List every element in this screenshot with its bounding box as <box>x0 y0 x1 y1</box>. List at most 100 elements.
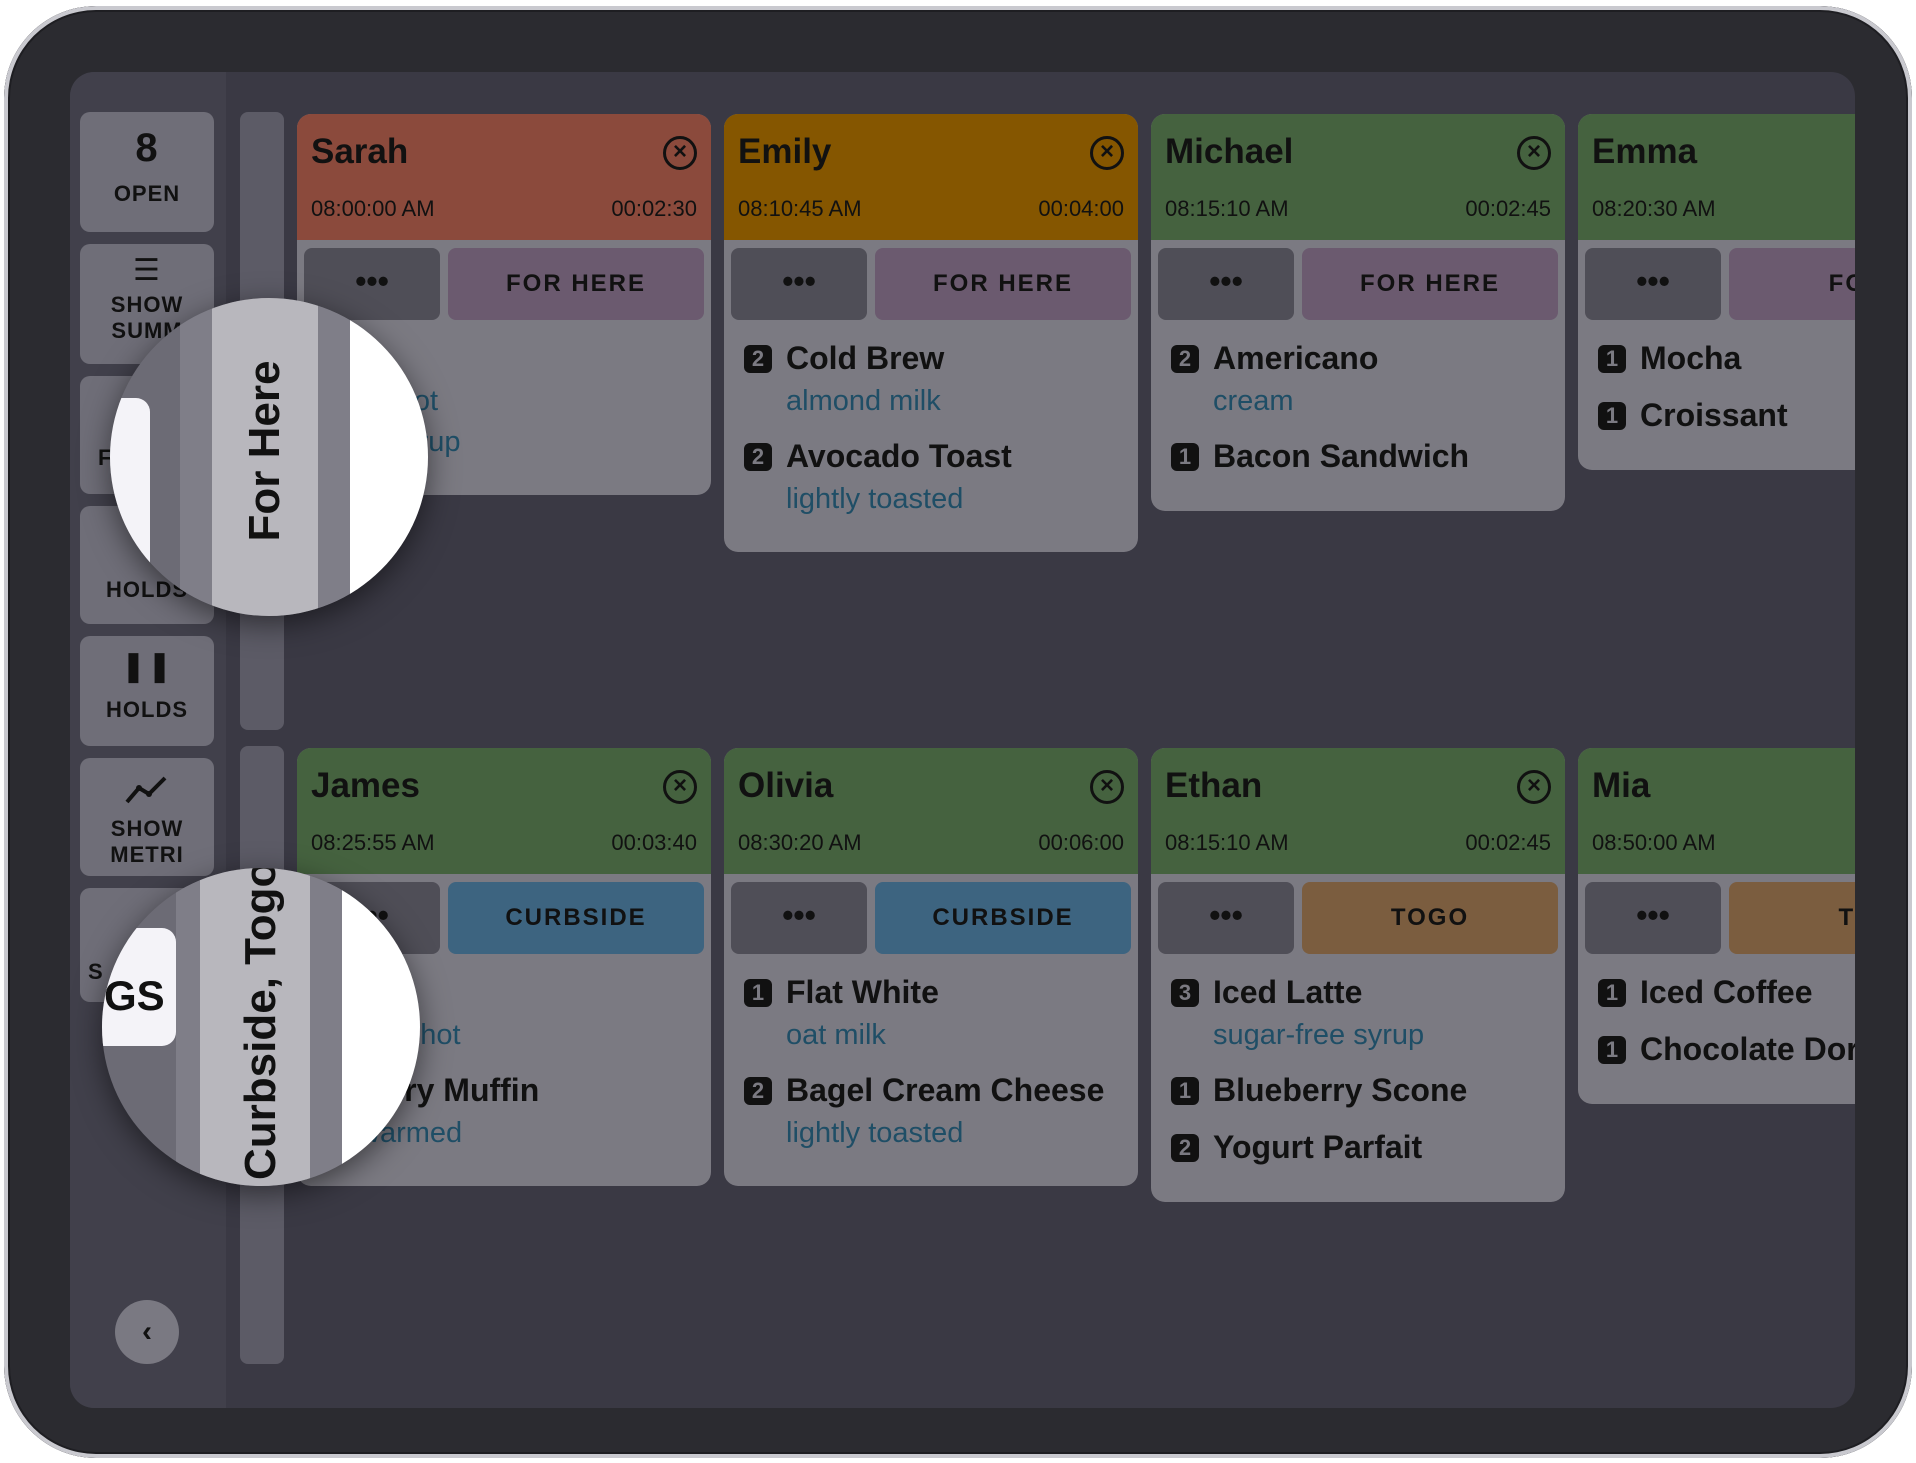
more-options-button[interactable]: ••• <box>1585 882 1721 954</box>
order-type-button[interactable]: TO <box>1729 882 1855 954</box>
collapse-sidebar-button[interactable]: ‹ <box>115 1300 179 1364</box>
close-circle-icon[interactable]: × <box>1090 770 1124 804</box>
order-type-button[interactable]: CURBSIDE <box>448 882 704 954</box>
quantity-badge: 1 <box>1598 1035 1626 1064</box>
close-circle-icon[interactable]: × <box>1517 770 1551 804</box>
order-type-button[interactable]: FOR HERE <box>448 248 704 320</box>
order-card[interactable]: Olivia × 08:30:20 AM 00:06:00 ••• CURBSI… <box>724 748 1138 1186</box>
item-modifier: almond milk <box>786 385 941 417</box>
order-type-button[interactable]: TOGO <box>1302 882 1558 954</box>
order-item: 1 Chocolate Dor <box>1598 1031 1855 1068</box>
more-options-button[interactable]: ••• <box>731 882 867 954</box>
close-circle-icon[interactable]: × <box>663 136 697 170</box>
list-icon: ☰ <box>133 254 161 287</box>
order-card[interactable]: Emily × 08:10:45 AM 00:04:00 ••• FOR HER… <box>724 114 1138 552</box>
tablet-frame: 8 OPEN ☰ SHOW SUMM F HOLDS ❚❚ HOLDS <box>4 6 1912 1458</box>
order-header: Emma × 08:20:30 AM <box>1578 114 1855 240</box>
order-time: 08:15:10 AM <box>1165 830 1289 855</box>
item-name: Yogurt Parfait <box>1213 1129 1423 1165</box>
customer-name: Michael <box>1165 132 1294 171</box>
item-name: Flat White <box>786 974 939 1010</box>
order-type-button[interactable]: FOR HERE <box>875 248 1131 320</box>
close-circle-icon[interactable]: × <box>1517 136 1551 170</box>
item-modifier: lightly toasted <box>786 1117 964 1149</box>
item-name: Americano <box>1213 340 1379 376</box>
customer-name: James <box>311 766 420 805</box>
order-item: 1 Croissant <box>1598 397 1855 434</box>
item-name: Bagel Cream Cheese <box>786 1072 1105 1108</box>
order-actions: ••• FOR HERE <box>1151 240 1565 320</box>
quantity-badge: 3 <box>1171 978 1199 1007</box>
more-options-button[interactable]: ••• <box>1158 882 1294 954</box>
more-options-button[interactable]: ••• <box>1585 248 1721 320</box>
quantity-badge: 1 <box>1171 1076 1199 1105</box>
item-modifier: cream <box>1213 385 1294 417</box>
close-circle-icon[interactable]: × <box>663 770 697 804</box>
order-type-button[interactable]: FOR <box>1729 248 1855 320</box>
pause-icon: ❚❚ <box>120 650 174 683</box>
order-header: James × 08:25:55 AM 00:03:40 <box>297 748 711 874</box>
elapsed-time: 00:02:30 <box>611 196 697 221</box>
order-actions: ••• FOR HERE <box>724 240 1138 320</box>
open-count: 8 <box>135 126 159 170</box>
magnifier-partial-label: GS <box>104 972 165 1019</box>
order-time: 08:00:00 AM <box>311 196 435 221</box>
quantity-badge: 2 <box>744 442 772 471</box>
quantity-badge: 1 <box>1171 442 1199 471</box>
magnifier-for-here-text: For Here <box>240 360 289 542</box>
item-name: Croissant <box>1640 397 1788 433</box>
order-header: Michael × 08:15:10 AM 00:02:45 <box>1151 114 1565 240</box>
holds-button[interactable]: ❚❚ HOLDS <box>80 636 214 746</box>
more-options-button[interactable]: ••• <box>731 248 867 320</box>
show-metrics-button[interactable]: SHOW METRI <box>80 758 214 876</box>
kds-screen: 8 OPEN ☰ SHOW SUMM F HOLDS ❚❚ HOLDS <box>70 72 1855 1408</box>
order-actions: ••• CURBSIDE <box>724 874 1138 954</box>
holds-label: HOLDS <box>106 697 188 722</box>
open-orders-button[interactable]: 8 OPEN <box>80 112 214 232</box>
customer-name: Emma <box>1592 132 1698 171</box>
quantity-badge: 1 <box>1598 978 1626 1007</box>
order-time: 08:25:55 AM <box>311 830 435 855</box>
filter-label-partial: F <box>98 445 113 470</box>
order-type-button[interactable]: FOR HERE <box>1302 248 1558 320</box>
quantity-badge: 1 <box>1598 344 1626 373</box>
item-name: Mocha <box>1640 340 1742 376</box>
customer-name: Emily <box>738 132 832 171</box>
order-card[interactable]: Michael × 08:15:10 AM 00:02:45 ••• FOR H… <box>1151 114 1565 511</box>
order-type-button[interactable]: CURBSIDE <box>875 882 1131 954</box>
close-circle-icon[interactable]: × <box>1090 136 1124 170</box>
quantity-badge: 1 <box>1598 401 1626 430</box>
elapsed-time: 00:02:45 <box>1465 830 1551 855</box>
item-modifier: lightly toasted <box>786 483 964 515</box>
customer-name: Mia <box>1592 766 1651 805</box>
metrics-label-line1: SHOW <box>110 816 184 841</box>
order-header: Ethan × 08:15:10 AM 00:02:45 <box>1151 748 1565 874</box>
more-options-button[interactable]: ••• <box>1158 248 1294 320</box>
quantity-badge: 2 <box>1171 344 1199 373</box>
elapsed-time: 00:02:45 <box>1465 196 1551 221</box>
order-header: Emily × 08:10:45 AM 00:04:00 <box>724 114 1138 240</box>
order-item: 1 Mocha <box>1598 340 1855 377</box>
item-name: Chocolate Dor <box>1640 1031 1855 1067</box>
trend-icon <box>80 772 214 812</box>
order-time: 08:20:30 AM <box>1592 196 1716 221</box>
order-card[interactable]: Sarah × 08:00:00 AM 00:02:30 ••• FOR HER… <box>297 114 711 495</box>
item-name: Iced Latte <box>1213 974 1363 1010</box>
item-modifier: sugar-free syrup <box>1213 1019 1425 1051</box>
settings-label-partial: S <box>88 959 104 984</box>
order-actions: ••• TOGO <box>1151 874 1565 954</box>
